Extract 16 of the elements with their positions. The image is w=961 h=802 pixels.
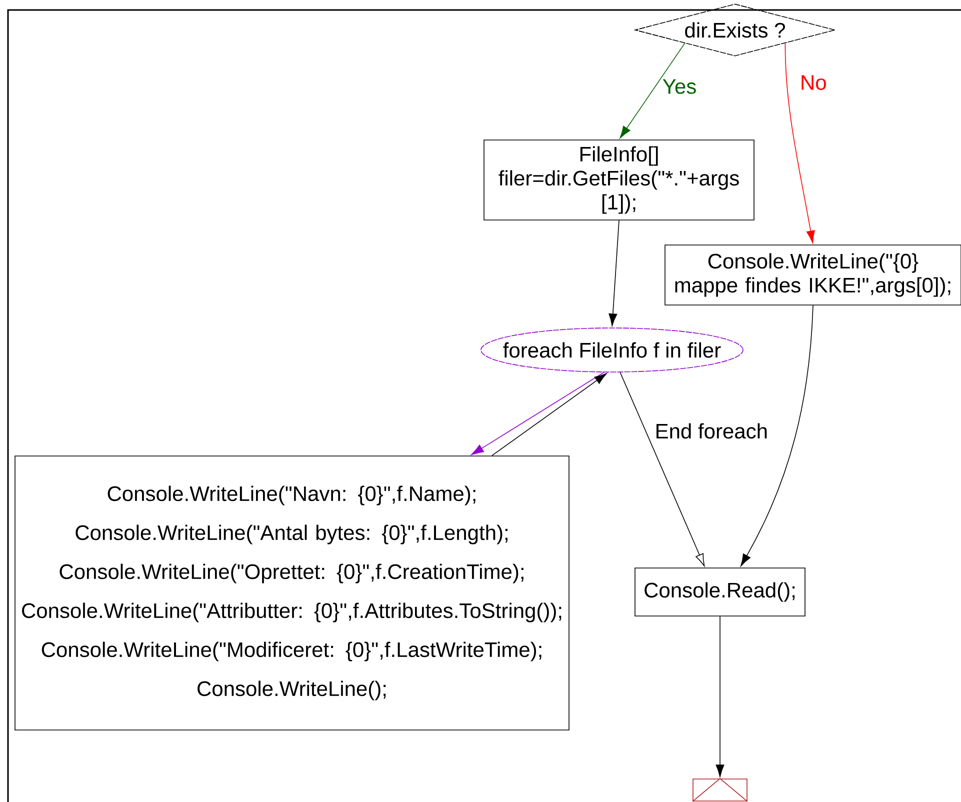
arrow (492, 373, 607, 456)
arrow (716, 616, 724, 778)
arrow (620, 42, 686, 138)
arrow (784, 42, 815, 244)
edge-label: Yes (661, 78, 698, 95)
arrow (471, 372, 604, 455)
edge-label: No (798, 74, 828, 91)
arrow (608, 220, 620, 326)
end-box (692, 778, 748, 802)
process-box: Console.WriteLine("Navn: {0}",f.Name); Console.WriteLine("Antal bytes: {0}",f.Length); Console.WriteLine("Oprettet: {0}",f.CreationTime); Console.WriteLine("Attributter: {0}",f.Attributes.ToString()); Console.WriteLine("Modificeret: {0}",f.LastWriteTime); Console.WriteLine(); (14, 456, 570, 730)
arrow (740, 305, 814, 566)
process-box: Console.WriteLine("{0} mappe findes IKKE!",args[0]); (664, 244, 961, 306)
process-box: Console.Read(); (634, 568, 806, 616)
edge-label: End foreach (654, 422, 770, 440)
arrow (620, 372, 705, 566)
process-box: FileInfo[] filer=dir.GetFiles("*."+args [1]); (484, 140, 754, 220)
